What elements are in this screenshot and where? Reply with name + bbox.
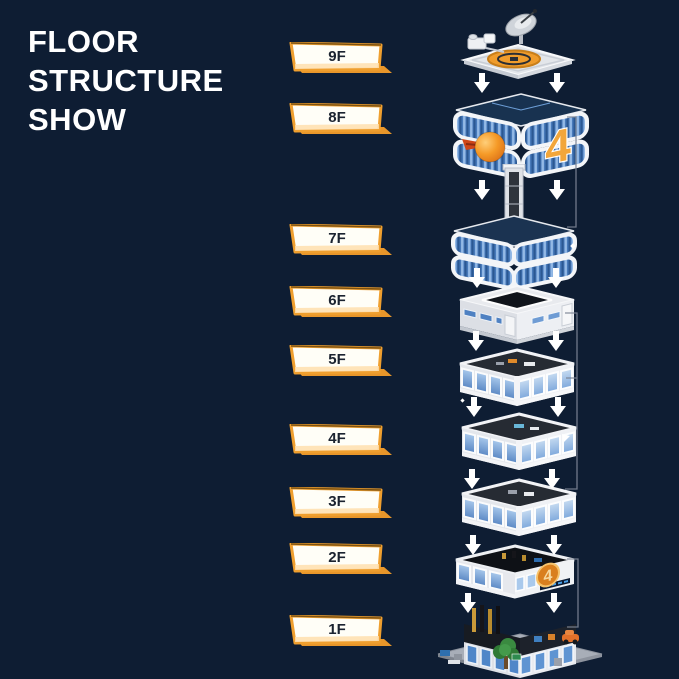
window-face-right xyxy=(519,428,576,471)
floor-module-6f-atrium xyxy=(459,284,575,344)
floor-banner-6f: 6F xyxy=(284,286,394,320)
floor-banner-2f: 2F xyxy=(284,543,394,577)
floor-banner-label: 4F xyxy=(328,430,346,447)
rooftop-machinery-icon xyxy=(467,33,505,53)
floor-banner-label: 9F xyxy=(328,48,346,65)
floor-banner-1f: 1F xyxy=(284,615,394,649)
floor-banner-label: 8F xyxy=(328,109,346,126)
satellite-dish-icon xyxy=(505,9,537,44)
title-line-3: SHOW xyxy=(28,102,127,137)
floor-module-9f-roof xyxy=(460,9,576,79)
floor-module-2f-emblem: 4 xyxy=(455,544,575,599)
floor-banner-label: 7F xyxy=(328,230,346,247)
emblem-number: 4 xyxy=(544,566,553,586)
title-line-1: FLOOR xyxy=(28,24,139,59)
floor-module-3f-office xyxy=(461,478,577,537)
window-face-left xyxy=(462,493,519,537)
floor-banner-9f: 9F xyxy=(284,42,394,76)
tower-number: 4 xyxy=(545,118,571,175)
floor-banner-label: 3F xyxy=(328,493,346,510)
floor-banner-5f: 5F xyxy=(284,345,394,379)
floor-banner-3f: 3F xyxy=(284,487,394,521)
floor-banner-label: 6F xyxy=(328,292,346,309)
radar-ball-icon xyxy=(462,131,506,163)
floor-module-5f-office xyxy=(459,348,575,407)
emblem-badge: 4 xyxy=(536,562,560,588)
floor-module-1f-ground xyxy=(437,605,603,678)
floor-banner-7f: 7F xyxy=(284,224,394,258)
floor-banner-label: 2F xyxy=(328,549,346,566)
floor-banner-4f: 4F xyxy=(284,424,394,458)
window-face-left xyxy=(462,428,519,471)
wall-face-right xyxy=(517,300,574,341)
page-title: FLOOR STRUCTURE SHOW xyxy=(28,22,224,139)
floor-banner-label: 1F xyxy=(328,621,346,638)
street-props xyxy=(440,650,562,666)
glass-face-right xyxy=(512,232,577,289)
floor-module-7f-glass xyxy=(451,164,577,289)
wall-face-left xyxy=(460,300,517,341)
car-icon xyxy=(562,630,579,645)
window-face-right xyxy=(519,493,576,537)
window-face-left xyxy=(460,364,517,407)
floor-banner-8f: 8F xyxy=(284,103,394,137)
elevator-shaft-icon xyxy=(502,164,526,227)
floor-module-4f-office xyxy=(461,412,577,471)
window-face-left xyxy=(456,560,515,599)
title-line-2: STRUCTURE xyxy=(28,63,224,98)
floor-banner-label: 5F xyxy=(328,351,346,368)
tree-icon xyxy=(493,638,522,669)
helipad-icon xyxy=(487,49,541,69)
